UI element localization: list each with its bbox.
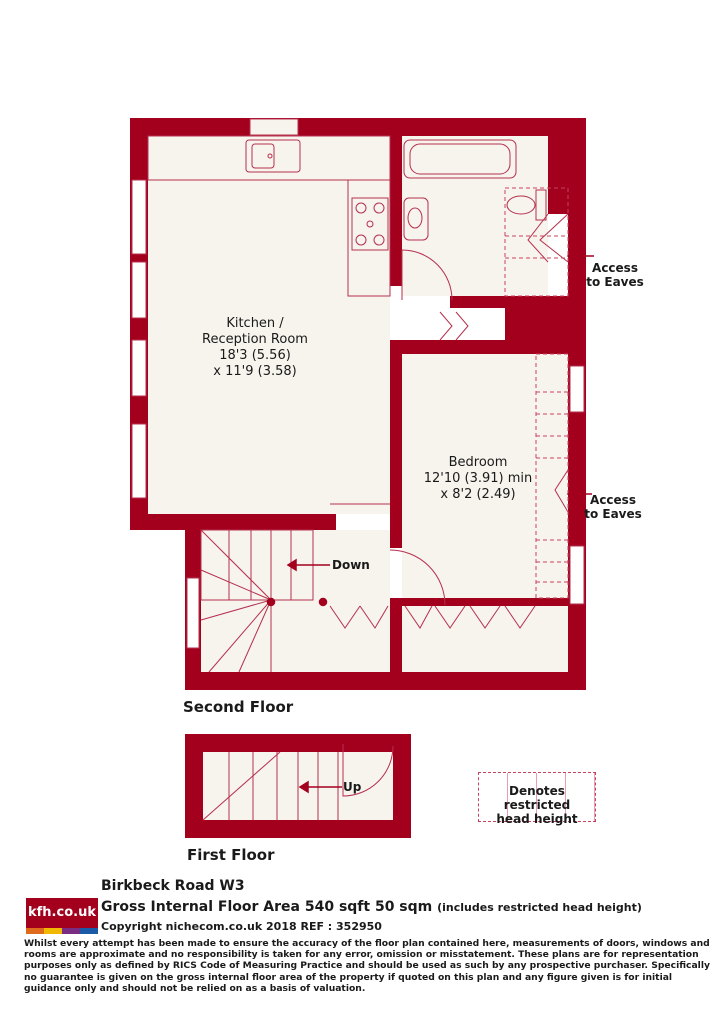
restricted-height-line-1: Denotes restricted <box>503 784 571 812</box>
first-floor-title: First Floor <box>187 846 275 864</box>
access-eaves-bottom-line-1: Access <box>590 493 636 507</box>
kfh-logo-text: kfh.co.uk <box>28 905 96 920</box>
restricted-height-legend: Denotes restricted head height <box>478 772 596 826</box>
floor-area-main: Gross Internal Floor Area 540 sqft 50 sq… <box>101 899 433 915</box>
bedroom-label: Bedroom 12'10 (3.91) min x 8'2 (2.49) <box>408 455 548 503</box>
property-address: Birkbeck Road W3 <box>101 878 245 894</box>
second-floor-title: Second Floor <box>183 698 294 716</box>
kitchen-dims-line-1: 18'3 (5.56) <box>219 348 291 363</box>
wall-kitchen-bath <box>390 136 402 286</box>
disclaimer: Whilst every attempt has been made to en… <box>24 938 710 994</box>
wall-bed-wardrobe <box>402 598 568 606</box>
access-eaves-bottom-line-2: to Eaves <box>584 507 642 521</box>
wall-ff-right <box>393 734 411 838</box>
kitchen-name-line-2: Reception Room <box>202 332 308 347</box>
up-label: Up <box>343 780 362 794</box>
kitchen-label: Kitchen / Reception Room 18'3 (5.56) x 1… <box>180 316 330 380</box>
kitchen-dims-line-2: x 11'9 (3.58) <box>213 364 297 379</box>
restricted-height-line-2: head height <box>496 812 578 826</box>
windows <box>131 118 585 649</box>
wall-bath-right <box>548 136 568 214</box>
wall-bottom <box>185 672 585 690</box>
bedroom-dims-line-1: 12'10 (3.91) min <box>423 471 533 486</box>
arrows <box>266 249 594 794</box>
wall-top <box>130 118 586 136</box>
kfh-logo: kfh.co.uk <box>26 898 98 928</box>
eaves-block <box>505 296 568 354</box>
restricted-height-text: Denotes restricted head height <box>479 784 595 826</box>
floor-area-note: (includes restricted head height) <box>437 901 642 914</box>
wall-ff-left <box>185 734 203 838</box>
copyright: Copyright nichecom.co.uk 2018 REF : 3529… <box>101 920 382 933</box>
kfh-logo-colour-bar <box>26 928 98 934</box>
wall-kitchen-bottom <box>130 514 336 530</box>
restricted-height-swatch <box>479 773 595 821</box>
wall-cupboard-right <box>390 598 402 672</box>
restricted-zones <box>504 187 569 599</box>
access-eaves-bottom-label: Access to Eaves <box>582 493 644 521</box>
bedroom-dims-line-2: x 8'2 (2.49) <box>440 487 516 502</box>
access-eaves-top-line-1: Access <box>592 261 638 275</box>
wall-kitchen-bed <box>390 340 402 548</box>
wall-ff-bottom <box>185 820 411 838</box>
access-eaves-top-line-2: to Eaves <box>586 275 644 289</box>
wall-ff-top <box>185 734 411 752</box>
floor-plan <box>130 118 594 838</box>
down-label: Down <box>332 558 370 572</box>
kitchen-name-line-1: Kitchen / <box>226 316 284 331</box>
fixtures <box>147 135 569 821</box>
floor-area: Gross Internal Floor Area 540 sqft 50 sq… <box>101 899 642 915</box>
bedroom-name: Bedroom <box>448 455 508 470</box>
access-eaves-top-label: Access to Eaves <box>584 261 646 289</box>
